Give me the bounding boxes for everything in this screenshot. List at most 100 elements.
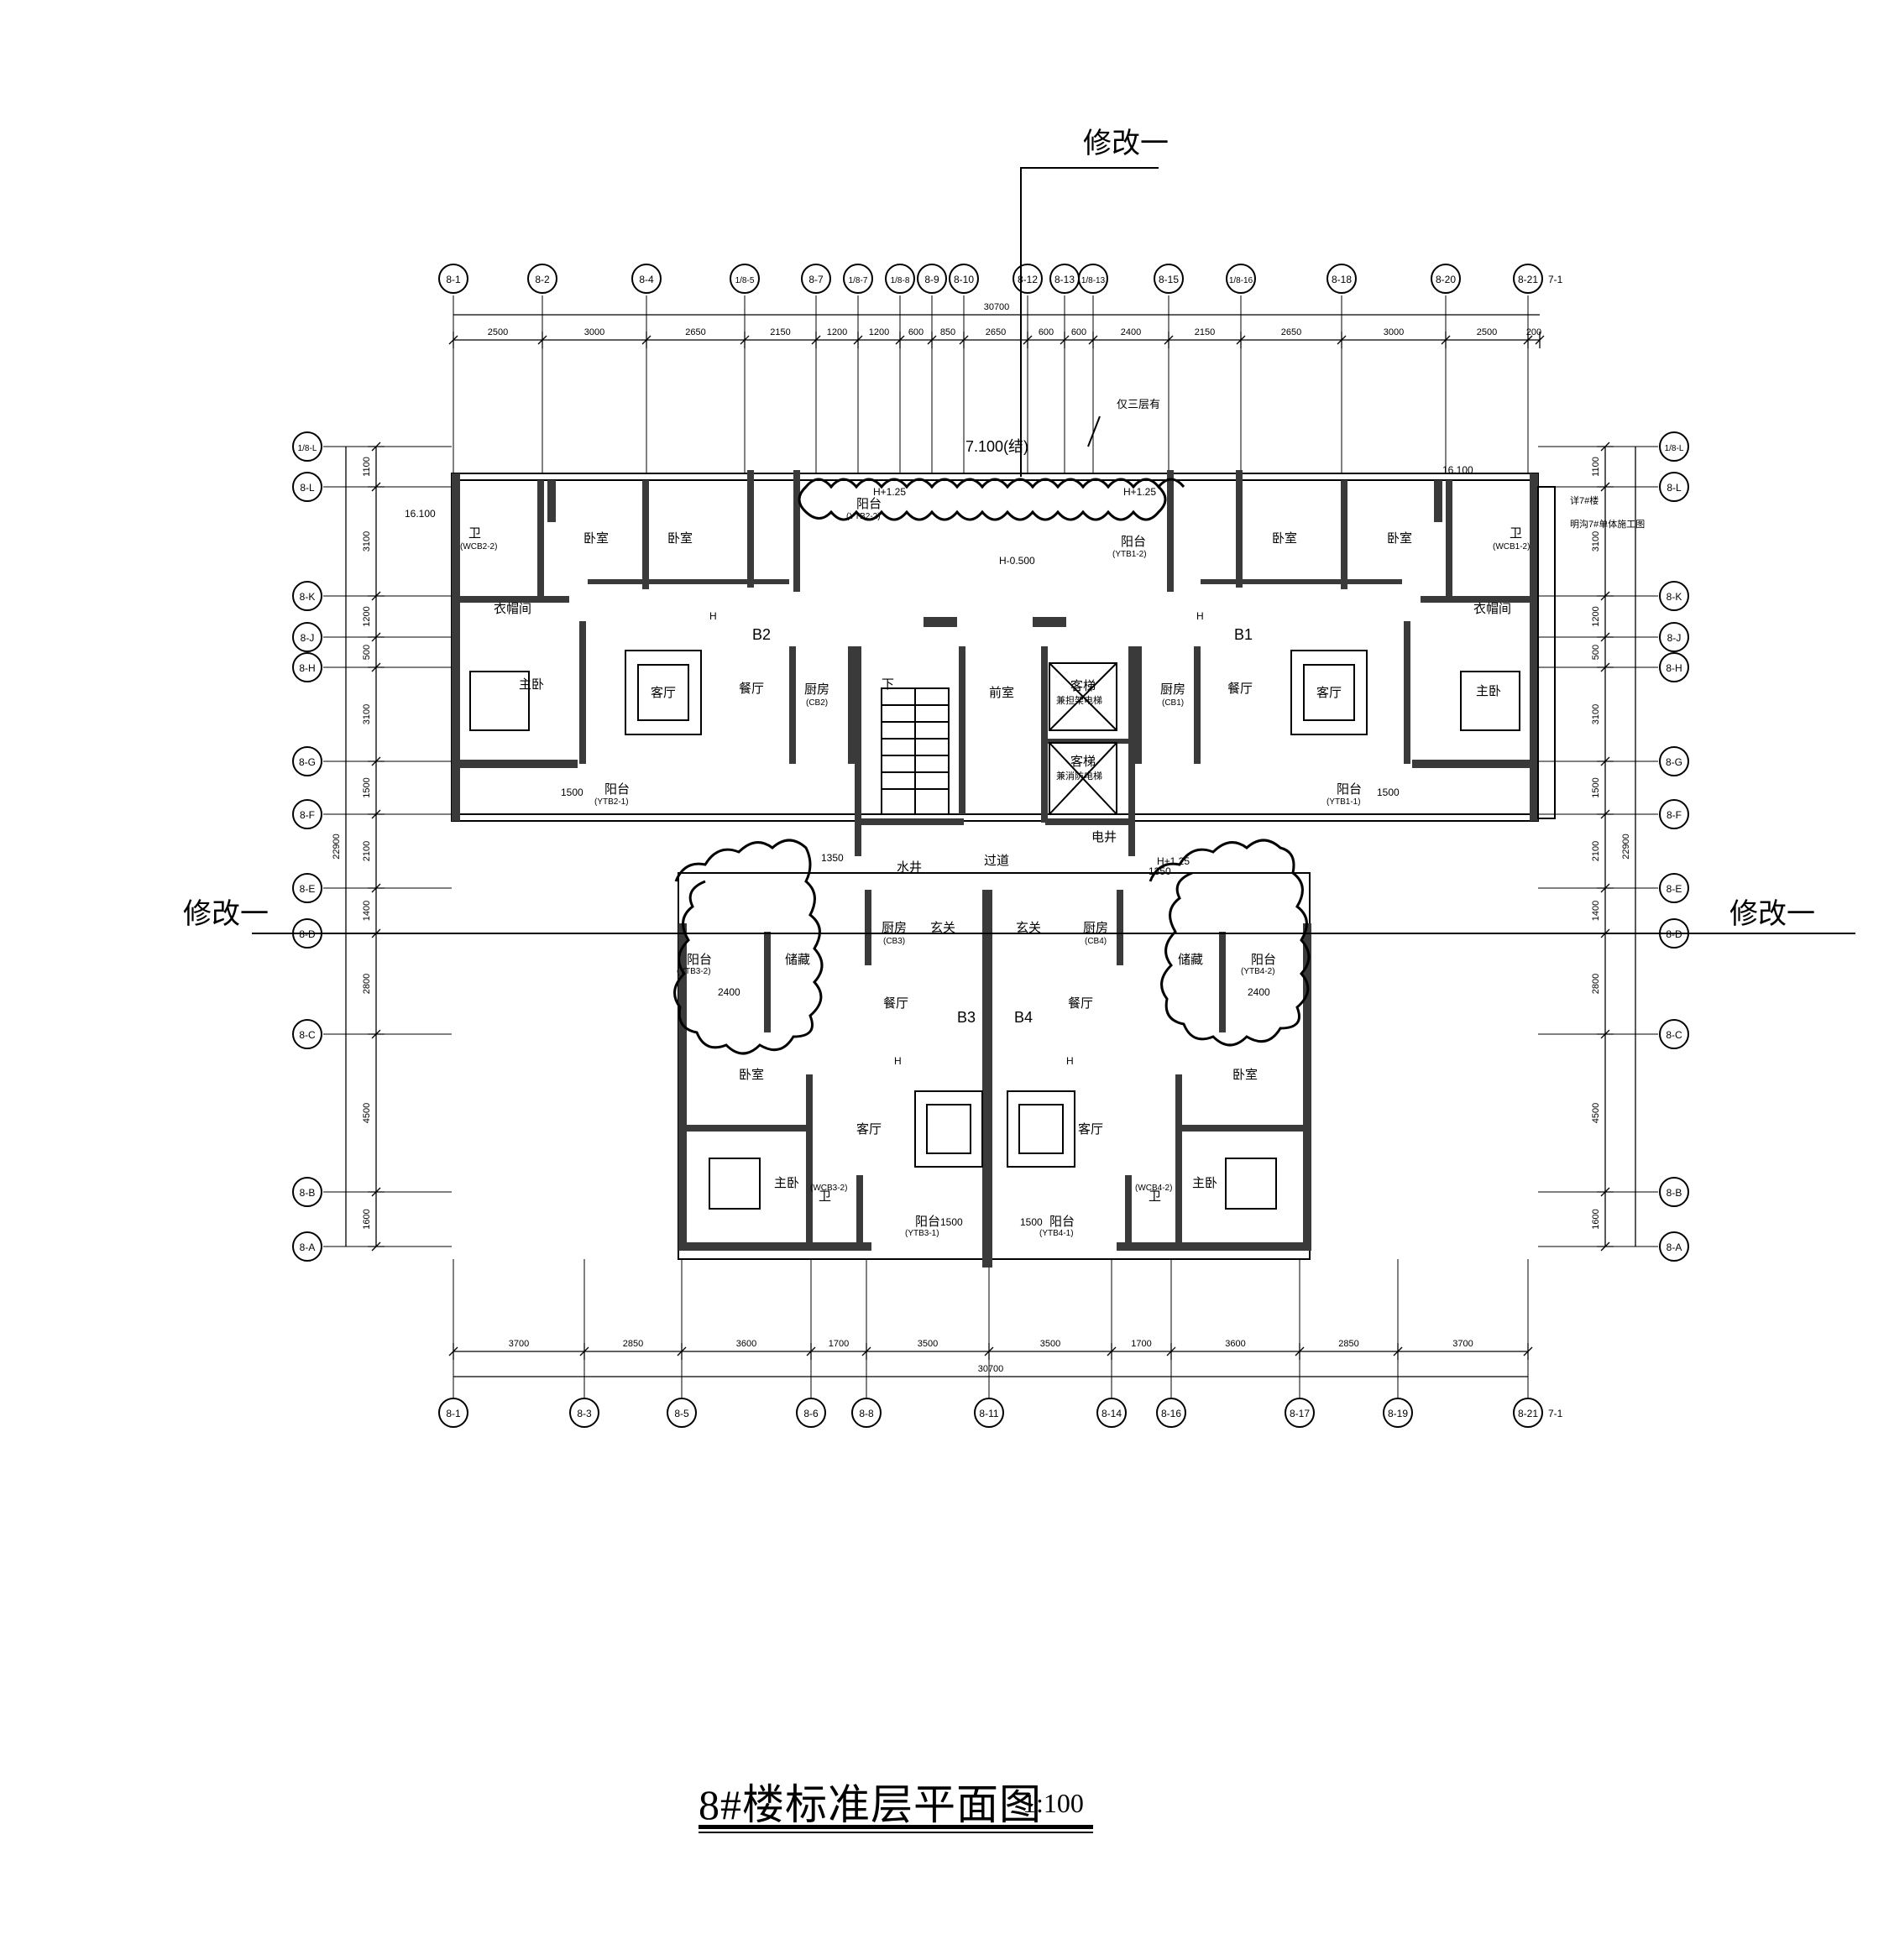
axis-bubble-top-10: 8-13 [1049,264,1080,294]
axis-label: 1/8-L [298,444,317,453]
dimension-label: 2850 [623,1339,643,1349]
elevation-label: H [709,610,717,622]
unit-label-b2: B2 [752,626,771,643]
room-label: 过道 [984,854,1009,868]
left-axis-bubbles: 1/8-L8-L8-K8-J8-H8-G8-F8-E8-D8-C8-B8-A [292,431,452,1262]
axis-bubble-right-10: 8-B [1659,1177,1689,1207]
dimension-label: 2800 [362,974,372,994]
dimension-label: 3000 [584,327,604,337]
dimension-total: 30700 [978,1364,1004,1374]
dimension-label: 3100 [362,531,372,551]
dimension-label: 2650 [1281,327,1301,337]
axis-label: 8-5 [674,1408,689,1419]
right-axis-bubbles: 1/8-L8-L8-K8-J8-H8-G8-F8-E8-D8-C8-B8-A [1538,431,1689,1262]
dimension-label: 3600 [736,1339,756,1349]
axis-label: 8-H [1666,662,1682,674]
axis-bubble-bottom-0: 8-1 [438,1398,468,1428]
axis-label: 8-L [1667,482,1682,494]
room-tag: (WCB4-2) [1135,1184,1172,1193]
building-walls [451,470,1556,1267]
axis-label: 8-9 [924,274,939,285]
axis-bubble-left-9: 8-C [292,1019,322,1049]
axis-label: 8-E [300,883,316,895]
axis-label: 8-1 [446,1408,461,1419]
dimension-label: 1200 [1591,606,1601,626]
room-label: 卫 [1149,1189,1161,1204]
axis-bubble-top-16: 8-21 [1513,264,1543,294]
axis-bubble-bottom-4: 8-8 [851,1398,882,1428]
dimension-label: 1200 [827,327,847,337]
dimension-label: 1600 [362,1209,372,1229]
dimension-label: 3700 [1452,1339,1473,1349]
axis-bubble-left-1: 8-L [292,472,322,502]
axis-bubble-top-15: 8-20 [1431,264,1461,294]
axis-label: 8-11 [979,1408,998,1419]
room-tag: (CB4) [1085,937,1107,946]
room-label: 兼担架电梯 [1056,694,1102,706]
axis-label: 8-C [1666,1029,1682,1041]
room-label: 餐厅 [739,682,764,696]
title-underline-thin [699,1832,1093,1833]
room-label: 卫 [819,1189,831,1204]
dimension-label: 1100 [1591,457,1601,477]
axis-label: 8-L [300,482,315,494]
axis-label: 8-K [300,591,316,603]
dimension-label: 3100 [1591,704,1601,724]
elevation-label: H+1.25 [1157,855,1190,867]
axis-bubble-top-8: 8-10 [949,264,979,294]
axis-bubble-right-9: 8-C [1659,1019,1689,1049]
axis-bubble-bottom-7: 8-16 [1156,1398,1186,1428]
axis-label: 8-G [299,756,316,768]
room-label: 厨房 [1083,921,1108,935]
dimension-label: 2850 [1338,1339,1358,1349]
unit-label-b1: B1 [1234,626,1253,643]
elevation-label: 1500 [940,1216,963,1228]
axis-bubble-bottom-5: 8-11 [974,1398,1004,1428]
axis-label: 8-18 [1332,274,1352,285]
dimension-label: 2100 [362,841,372,861]
dimension-label: 1500 [362,777,372,797]
room-label: 客梯 [1070,679,1096,693]
room-label: 下 [882,677,894,692]
axis-bubble-top-3: 1/8-5 [730,264,760,294]
axis-label: 8-17 [1290,1408,1310,1419]
axis-label: 8-21 [1518,1408,1538,1419]
axis-bubble-top-7: 8-9 [917,264,947,294]
axis-label: 8-H [299,662,315,674]
axis-label: 8-F [1667,809,1682,821]
room-label: 前室 [989,686,1014,700]
dimension-label: 600 [908,327,924,337]
room-tag: (YTB2-1) [594,797,629,807]
axis-label: 1/8-8 [891,276,910,285]
dimension-label: 3700 [509,1339,529,1349]
elevation-marks: 16.100 16.100 7.100(结) H+1.25 H+1.25 H-0… [405,438,1473,1228]
axis-label: 8-E [1667,883,1682,895]
dimension-label: 2150 [1195,327,1215,337]
room-tag: (WCB2-2) [460,542,497,551]
dimension-label: 200 [1526,327,1541,337]
dimension-label: 500 [362,645,372,660]
axis-bubble-right-11: 8-A [1659,1231,1689,1262]
dimension-label: 1400 [1591,901,1601,921]
room-label: 玄关 [1016,921,1041,935]
axis-bubble-top-11: 1/8-13 [1078,264,1108,294]
room-label: 厨房 [804,682,829,697]
axis-label: 8-15 [1159,274,1179,285]
dimension-label: 2400 [1121,327,1141,337]
dimension-label: 1400 [362,901,372,921]
room-label: 阳台 [915,1215,940,1229]
dimension-label: 2650 [685,327,705,337]
room-label: 阳台 [1337,782,1362,797]
axis-bubble-bottom-3: 8-6 [796,1398,826,1428]
detail-ref-bottom: 7-1 [1548,1408,1563,1419]
axis-label: 8-8 [859,1408,874,1419]
axis-label: 8-12 [1018,274,1038,285]
elevation-label: 1350 [821,852,844,864]
axis-label: 8-A [300,1241,316,1253]
dimension-label: 500 [1591,645,1601,660]
dimension-label: 600 [1071,327,1086,337]
title-underline [699,1825,1093,1829]
